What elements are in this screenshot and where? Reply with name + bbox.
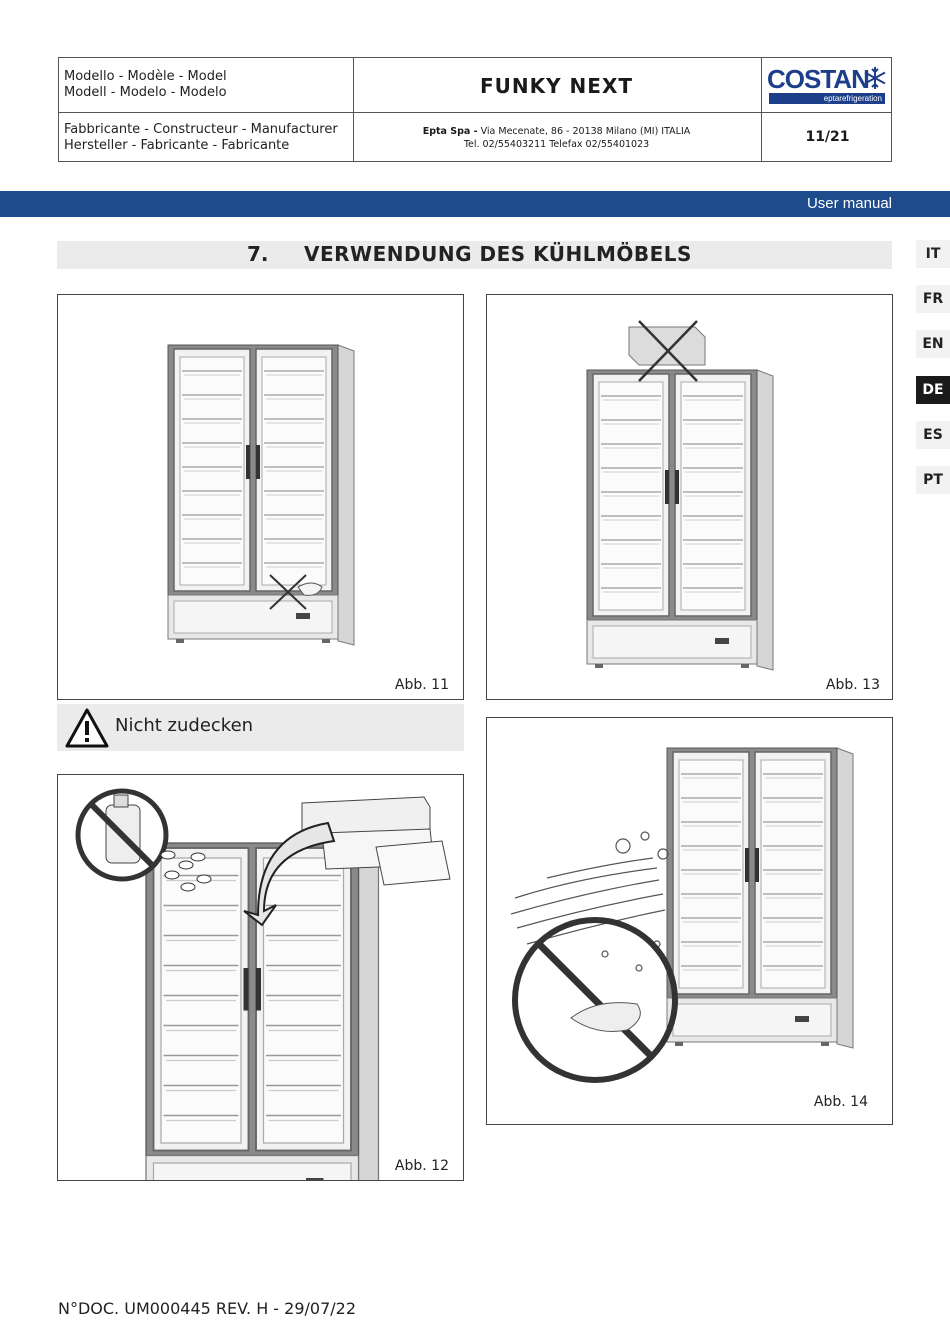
figure-caption: Abb. 13 (825, 677, 880, 693)
fridge-door (255, 847, 352, 1152)
lang-tab-en[interactable]: EN (916, 330, 950, 358)
figure-14: Abb. 14 (486, 717, 893, 1125)
lang-tab-de[interactable]: DE (916, 376, 950, 404)
section-title: VERWENDUNG DES KÜHLMÖBELS (304, 242, 692, 266)
figure-caption: Abb. 12 (394, 1158, 449, 1174)
fridge-door (754, 751, 832, 995)
display-fridge (167, 344, 355, 646)
fridge-no-water-spray-illustration (510, 747, 854, 1083)
prohibited-chemicals-sign (75, 788, 169, 882)
cross-mark (269, 574, 307, 610)
manufacturer-label: Fabbricante - Constructeur - Manufacture… (64, 122, 338, 153)
document-number: N°DOC. UM000445 REV. H - 29/07/22 (58, 1299, 357, 1318)
warning-text: Nicht zudecken (115, 715, 254, 736)
warning-note: Nicht zudecken (57, 704, 464, 751)
fridge-door (152, 847, 250, 1152)
fridge-door (255, 348, 333, 592)
box-on-top (628, 326, 706, 366)
capsules (160, 850, 212, 892)
fridge-door (672, 751, 750, 995)
fridge-door (173, 348, 251, 592)
figure-12: Abb. 12 (57, 774, 464, 1181)
fridge-door (674, 373, 752, 617)
page-number: 11/21 (805, 129, 850, 145)
cross-mark (638, 320, 698, 382)
costan-logo: COSTAN eptarefrigeration (767, 64, 887, 106)
section-number: 7. (247, 242, 269, 266)
banner-label: User manual (806, 195, 892, 212)
figure-caption: Abb. 11 (394, 677, 449, 693)
lang-tab-fr[interactable]: FR (916, 285, 950, 313)
fridge-covered-bottom-illustration (167, 344, 355, 646)
divider (353, 58, 354, 161)
section-heading: 7. VERWENDUNG DES KÜHLMÖBELS (57, 241, 892, 269)
fridge-door (592, 373, 670, 617)
fridge-no-chemicals-illustration (75, 788, 451, 1180)
lang-tab-pt[interactable]: PT (916, 466, 950, 494)
document-header-table: Modello - Modèle - Model Modell - Modelo… (58, 57, 892, 162)
display-fridge (666, 747, 854, 1049)
boxes (301, 796, 451, 886)
lang-tab-es[interactable]: ES (916, 421, 950, 449)
manual-banner: User manual (0, 191, 950, 217)
manufacturer-address: Epta Spa - Via Mecenate, 86 - 20138 Mila… (422, 126, 691, 150)
snowflake-icon (864, 67, 886, 89)
prohibited-sign (512, 917, 678, 1083)
divider (761, 58, 762, 161)
model-label: Modello - Modèle - Model Modell - Modelo… (64, 69, 227, 100)
model-title: FUNKY NEXT (479, 74, 634, 98)
arrow-icon (243, 821, 336, 927)
figure-11: Abb. 11 (57, 294, 464, 700)
divider (59, 112, 891, 113)
display-fridge (586, 369, 774, 671)
lang-tab-it[interactable]: IT (916, 240, 950, 268)
figure-caption: Abb. 14 (813, 1094, 868, 1110)
display-fridge (145, 842, 380, 1180)
warning-triangle-icon (65, 708, 109, 748)
fridge-box-on-top-illustration (586, 320, 774, 671)
figure-13: Abb. 13 (486, 294, 893, 700)
